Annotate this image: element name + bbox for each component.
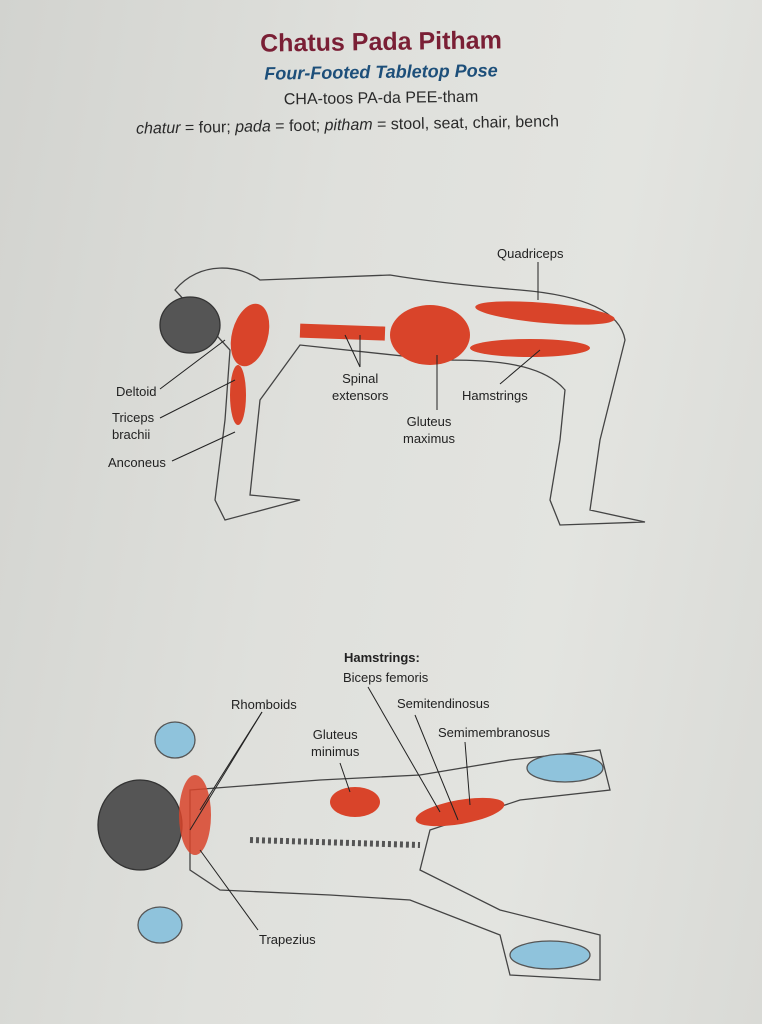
label-deltoid: Deltoid bbox=[116, 384, 157, 399]
label-spinal-extensors: Spinal extensors bbox=[332, 370, 388, 404]
label-quadriceps: Quadriceps bbox=[497, 246, 564, 261]
label-gluteus-maximus: Gluteus maximus bbox=[403, 413, 455, 447]
label-hamstrings-heading: Hamstrings: bbox=[344, 650, 420, 665]
label-semimembranosus: Semimembranosus bbox=[438, 725, 550, 740]
label-rhomboids: Rhomboids bbox=[231, 697, 297, 712]
label-line: Gluteus bbox=[312, 727, 358, 742]
label-line: Triceps bbox=[112, 410, 155, 425]
label-gluteus-minimus: Gluteus minimus bbox=[311, 726, 359, 760]
bottom-figure-illustration bbox=[97, 686, 611, 981]
label-line: brachii bbox=[112, 427, 151, 442]
label-biceps-femoris: Biceps femoris bbox=[343, 670, 429, 685]
hair bbox=[159, 296, 221, 354]
label-line: Spinal bbox=[342, 371, 379, 386]
label-line: minimus bbox=[311, 744, 360, 759]
label-line: extensors bbox=[332, 388, 389, 403]
top-figure-illustration bbox=[159, 262, 646, 526]
label-triceps: Triceps brachii bbox=[112, 409, 154, 443]
label-hamstrings: Hamstrings bbox=[462, 388, 528, 403]
label-semitendinosus: Semitendinosus bbox=[397, 696, 490, 711]
label-anconeus: Anconeus bbox=[108, 455, 166, 470]
label-line: maximus bbox=[403, 431, 456, 446]
label-line: Gluteus bbox=[406, 414, 452, 429]
label-trapezius: Trapezius bbox=[259, 932, 316, 947]
